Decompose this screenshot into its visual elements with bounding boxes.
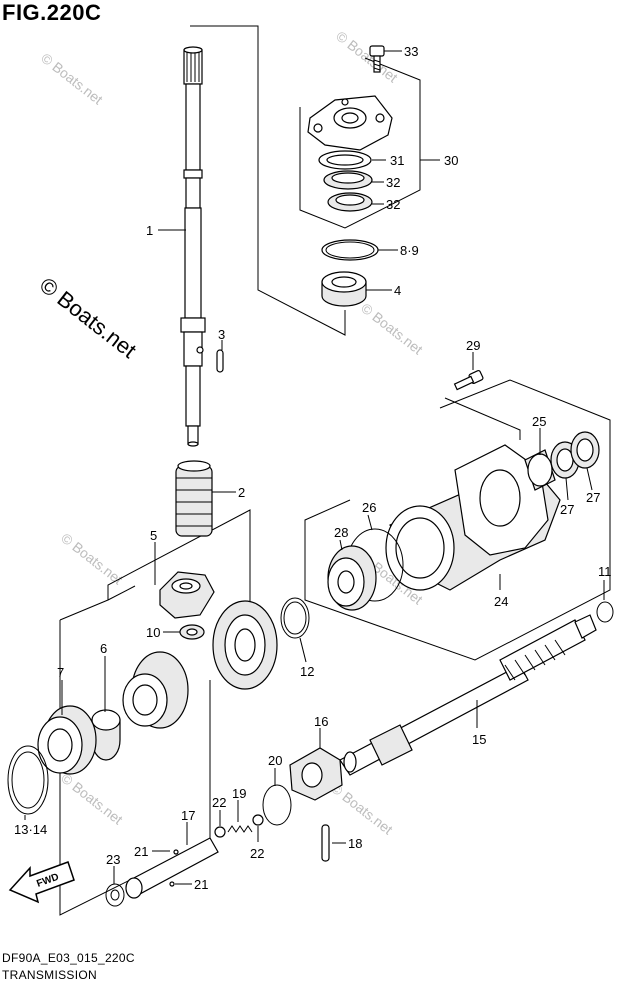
bearing-7 — [37, 705, 97, 775]
ring-11 — [596, 601, 614, 623]
needle-bearing-25 — [524, 449, 556, 491]
bearing-28 — [327, 545, 377, 611]
gear-housing-24 — [385, 444, 561, 591]
reverse-gear — [122, 651, 189, 729]
forward-arrow-icon: FWD — [8, 861, 75, 904]
bolt-29 — [453, 369, 484, 391]
callout-10: 10 — [146, 625, 160, 640]
spring-19 — [227, 825, 253, 833]
callout-25: 25 — [532, 414, 546, 429]
callout-8-9: 8·9 — [400, 243, 419, 258]
bellows-2 — [175, 460, 213, 537]
bolt-33 — [369, 45, 385, 73]
callout-32a: 32 — [386, 175, 400, 190]
callout-16: 16 — [314, 714, 328, 729]
shim-8-9 — [321, 239, 379, 261]
callout-3: 3 — [218, 327, 225, 342]
callout-7: 7 — [57, 665, 64, 680]
ring-13-14 — [7, 745, 49, 815]
callout-2: 2 — [238, 485, 245, 500]
callout-labels: 1 2 3 4 5 6 7 8·9 10 11 12 13·14 15 16 1… — [14, 44, 612, 892]
callout-29: 29 — [466, 338, 480, 353]
callout-4: 4 — [394, 283, 401, 298]
ring-20 — [262, 784, 292, 826]
callout-11: 11 — [598, 564, 612, 579]
pinion-gear-5 — [159, 571, 215, 619]
watermark: © Boats.net — [58, 530, 126, 588]
callout-19: 19 — [232, 786, 246, 801]
watermark: © Boats.net — [328, 780, 396, 838]
callout-27a: 27 — [560, 502, 574, 517]
forward-gear — [212, 600, 278, 690]
callout-20: 20 — [268, 753, 282, 768]
callout-28: 28 — [334, 525, 348, 540]
watermark-large: © Boats.net — [35, 272, 141, 363]
callout-15: 15 — [472, 732, 486, 747]
callout-23: 23 — [106, 852, 120, 867]
drive-shaft-1 — [180, 46, 206, 447]
callout-6: 6 — [100, 641, 107, 656]
watermark: © Boats.net — [58, 770, 126, 828]
callout-13-14: 13·14 — [14, 822, 47, 837]
callout-1: 1 — [146, 223, 153, 238]
callout-17: 17 — [181, 808, 195, 823]
callout-12: 12 — [300, 664, 314, 679]
callout-27b: 27 — [586, 490, 600, 505]
figure-code: DF90A_E03_015_220C — [2, 951, 135, 965]
leader-lines — [24, 50, 605, 885]
callout-22a: 22 — [212, 795, 226, 810]
callout-22b: 22 — [250, 846, 264, 861]
ring-12 — [280, 597, 310, 639]
callout-21b: 21 — [194, 877, 208, 892]
callout-24: 24 — [494, 594, 508, 609]
washer-23 — [105, 883, 125, 907]
figure-name: TRANSMISSION — [2, 968, 97, 982]
shift-rod-17 — [125, 837, 219, 899]
figure-title: FIG.220C — [2, 0, 102, 25]
callout-21a: 21 — [134, 844, 148, 859]
group-brackets — [59, 25, 611, 916]
bearing-4 — [321, 271, 367, 307]
needle-bearing-6 — [91, 709, 121, 761]
propeller-shaft-15 — [339, 614, 597, 776]
watermark: © Boats.net — [38, 50, 106, 108]
watermark: © Boats.net — [358, 300, 426, 358]
callout-18: 18 — [348, 836, 362, 851]
pin-3 — [216, 349, 224, 373]
bearing-housing-30 — [307, 95, 393, 212]
seals-27 — [550, 431, 600, 479]
balls-22 — [214, 814, 264, 838]
callout-33: 33 — [404, 44, 418, 59]
callout-26: 26 — [362, 500, 376, 515]
watermark: © Boats.net — [333, 28, 401, 86]
callout-5: 5 — [150, 528, 157, 543]
callout-32b: 32 — [386, 197, 400, 212]
nut-10 — [179, 624, 205, 640]
callout-30: 30 — [444, 153, 458, 168]
pin-18 — [321, 824, 330, 862]
callout-31: 31 — [390, 153, 404, 168]
